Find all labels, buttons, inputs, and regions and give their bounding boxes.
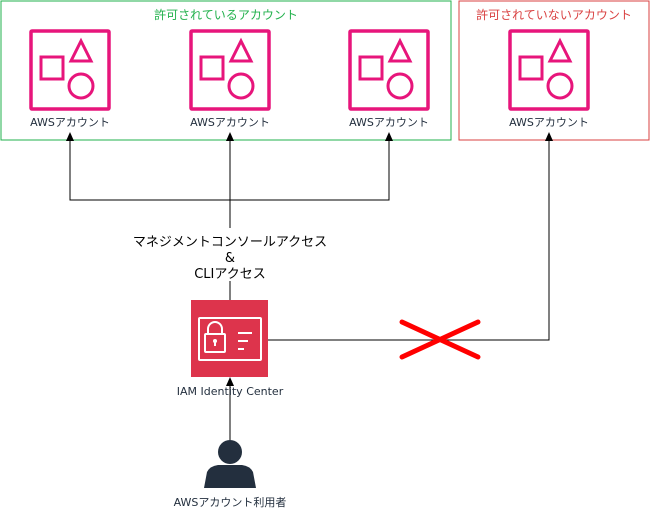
arrow-head-account-4 <box>545 132 553 141</box>
user-icon <box>204 440 256 488</box>
allowed-group-border <box>0 0 452 141</box>
access-label-background <box>120 231 340 281</box>
allowed-group-label: 許可されているアカウント <box>154 8 298 22</box>
arrow-head-account-1 <box>66 132 74 141</box>
account-node-2: AWSアカウント <box>189 29 271 129</box>
account-node-1: AWSアカウント <box>29 29 111 129</box>
access-label-line-1: マネジメントコンソールアクセス <box>133 235 327 250</box>
arrow-head-account-2 <box>226 132 234 141</box>
allowed-accounts-group: 許可されているアカウント <box>0 0 452 141</box>
identity-center-label: IAM Identity Center <box>177 385 284 398</box>
lock-keyhole <box>213 339 217 343</box>
user-label: AWSアカウント利用者 <box>174 496 287 509</box>
identity-center-icon <box>191 300 268 377</box>
account-node-denied: AWSアカウント <box>508 29 590 129</box>
arrow-heads <box>66 132 553 386</box>
identity-center-node: IAM Identity Center <box>177 300 284 398</box>
denied-group-border <box>458 0 650 141</box>
access-label: マネジメントコンソールアクセス & CLIアクセス <box>120 231 340 282</box>
account-icon <box>348 29 430 111</box>
account-label: AWSアカウント <box>30 116 110 129</box>
account-label: AWSアカウント <box>509 116 589 129</box>
denied-group-label: 許可されていないアカウント <box>476 8 632 22</box>
arrow-head-account-3 <box>385 132 393 141</box>
connectors <box>69 138 550 440</box>
denied-accounts-group: 許可されていないアカウント <box>458 0 650 141</box>
user-node: AWSアカウント利用者 <box>174 440 287 509</box>
account-icon <box>29 29 111 111</box>
account-label: AWSアカウント <box>349 116 429 129</box>
account-icon <box>189 29 271 111</box>
arrow-head-identity-center <box>226 377 234 386</box>
account-icon <box>508 29 590 111</box>
access-label-line-3: CLIアクセス <box>194 267 266 282</box>
account-node-3: AWSアカウント <box>348 29 430 129</box>
access-label-line-2: & <box>225 251 235 266</box>
deny-x-mark <box>399 319 481 360</box>
connector-denied-account <box>267 138 550 341</box>
account-label: AWSアカウント <box>190 116 270 129</box>
